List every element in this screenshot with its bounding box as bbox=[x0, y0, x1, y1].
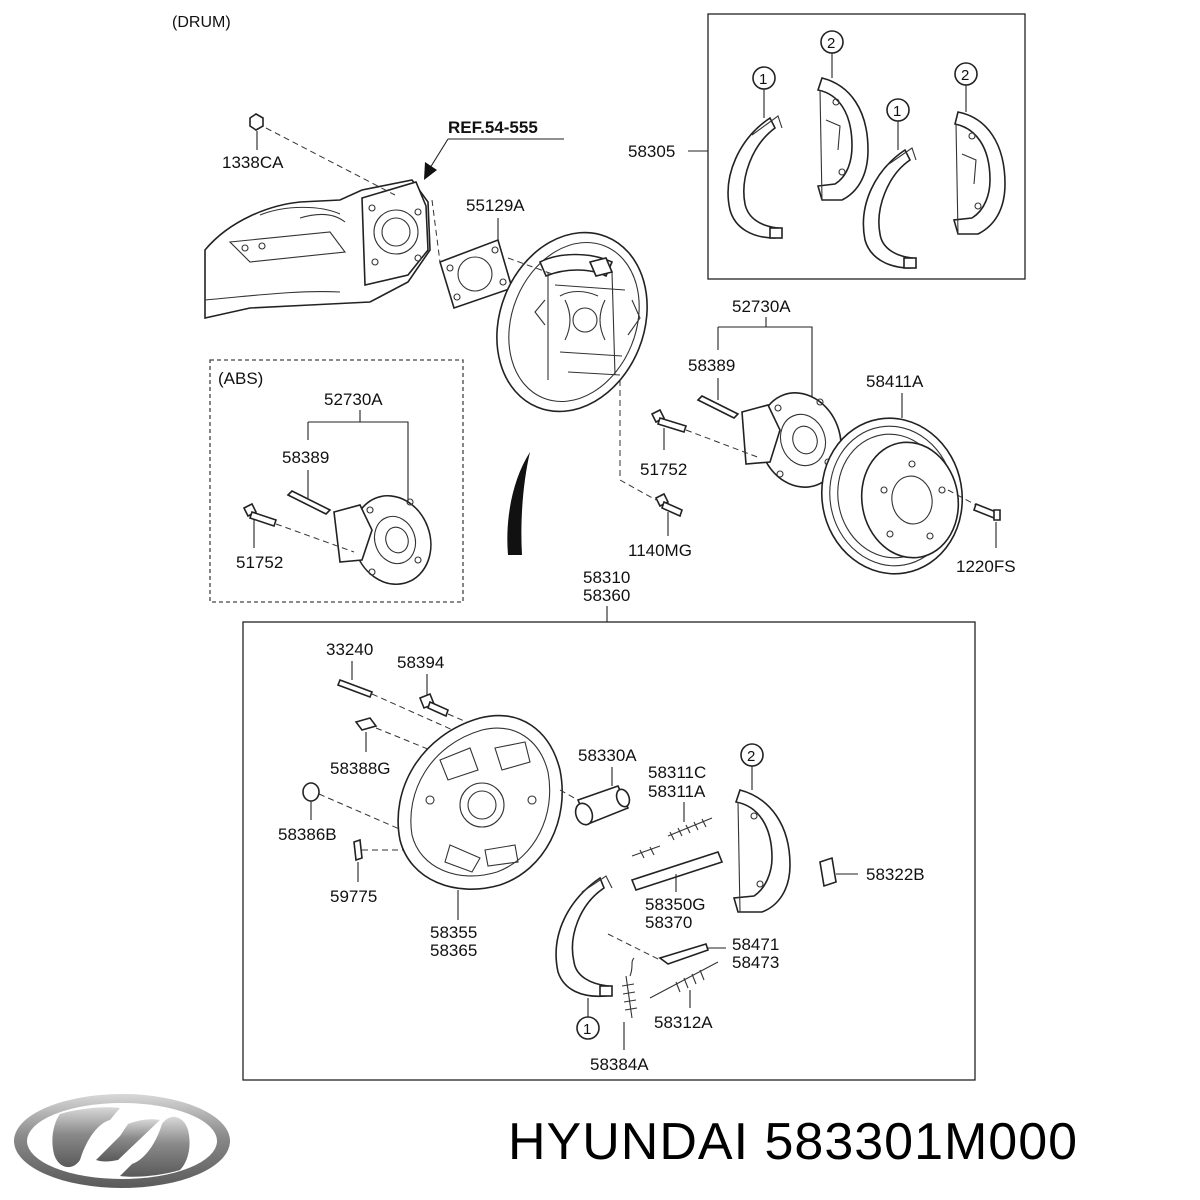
label-33240: 33240 bbox=[326, 640, 373, 659]
brake-shoe-2b bbox=[952, 111, 1006, 235]
abs-box bbox=[209, 359, 464, 603]
svg-text:2: 2 bbox=[961, 67, 969, 84]
label-58389: 58389 bbox=[688, 356, 735, 375]
callout-1-a: 1 bbox=[752, 66, 776, 118]
callout-2-b: 2 bbox=[954, 62, 978, 112]
svg-text:2: 2 bbox=[747, 748, 755, 765]
abs-stud-58389 bbox=[286, 490, 332, 515]
label-58311C: 58311C bbox=[648, 763, 706, 782]
callout-2-c: 2 bbox=[740, 743, 764, 790]
label-58350G: 58350G bbox=[645, 895, 706, 914]
bolt-1140MG bbox=[619, 380, 683, 536]
bolt-1338CA bbox=[249, 113, 396, 196]
label-59775: 59775 bbox=[330, 887, 377, 906]
abs-label-51752: 51752 bbox=[236, 553, 283, 572]
callout-1-b: 1 bbox=[886, 98, 910, 150]
label-58388G: 58388G bbox=[330, 759, 391, 778]
callout-1-c: 1 bbox=[576, 998, 600, 1040]
brake-drum-58411A bbox=[820, 417, 964, 575]
label-1140MG: 1140MG bbox=[628, 541, 692, 560]
screw-1220FS bbox=[947, 489, 1001, 548]
abs-label-58389: 58389 bbox=[282, 448, 329, 467]
hub-bearing-52730A bbox=[741, 392, 842, 488]
gasket-55129A bbox=[439, 218, 513, 310]
brake-shoe-1a bbox=[727, 115, 783, 239]
brake-shoe-1c bbox=[555, 875, 613, 998]
label-58370: 58370 bbox=[645, 913, 692, 932]
svg-text:1: 1 bbox=[893, 103, 901, 120]
brake-shoe-1b bbox=[862, 147, 917, 269]
ref-label: REF.54-555 bbox=[448, 118, 538, 137]
bolt-58394 bbox=[418, 692, 477, 727]
shoe-kit-box bbox=[707, 13, 1026, 280]
label-55129A: 55129A bbox=[466, 196, 525, 215]
label-58473: 58473 bbox=[732, 953, 779, 972]
brake-shoe-2c bbox=[732, 789, 791, 913]
label-58355: 58355 bbox=[430, 923, 477, 942]
spring-58311 bbox=[631, 817, 713, 859]
svg-text:1: 1 bbox=[759, 71, 767, 88]
direction-arrow-icon bbox=[507, 452, 530, 555]
adjuster-58350G bbox=[630, 851, 724, 892]
lever-58471 bbox=[607, 933, 726, 965]
label-58322B: 58322B bbox=[866, 865, 925, 884]
label-58330A: 58330A bbox=[578, 746, 637, 765]
brand-part-number: HYUNDAI 583301M000 bbox=[508, 1113, 1079, 1171]
clip-58322B bbox=[819, 856, 858, 888]
rear-axle-beam bbox=[204, 179, 431, 319]
brake-assembly bbox=[496, 231, 648, 413]
label-1338CA: 1338CA bbox=[222, 153, 284, 172]
stud-58389 bbox=[696, 395, 740, 419]
label-58312A: 58312A bbox=[654, 1013, 713, 1032]
abs-label-52730A: 52730A bbox=[324, 390, 383, 409]
label-51752: 51752 bbox=[640, 460, 687, 479]
bolt-51752 bbox=[650, 408, 761, 459]
plug-58388G bbox=[354, 717, 451, 759]
label-58365: 58365 bbox=[430, 941, 477, 960]
label-58386B: 58386B bbox=[278, 825, 337, 844]
drum-label: (DRUM) bbox=[172, 14, 231, 31]
svg-text:2: 2 bbox=[827, 35, 835, 52]
label-58384A: 58384A bbox=[590, 1055, 649, 1074]
label-1220FS: 1220FS bbox=[956, 557, 1016, 576]
label-58305: 58305 bbox=[628, 142, 675, 161]
wheel-cylinder-58330A bbox=[559, 785, 631, 826]
label-58360: 58360 bbox=[583, 586, 630, 605]
backing-plate-58355 bbox=[397, 714, 563, 920]
hyundai-logo-icon bbox=[14, 1094, 230, 1188]
abs-hub-bearing bbox=[333, 494, 432, 586]
label-58310: 58310 bbox=[583, 568, 630, 587]
label-58311A: 58311A bbox=[648, 782, 706, 801]
abs-label: (ABS) bbox=[218, 369, 263, 388]
abs-bolt-51752 bbox=[242, 502, 355, 553]
spring-58384A bbox=[621, 957, 638, 1050]
callout-2-a: 2 bbox=[820, 30, 844, 78]
label-58394: 58394 bbox=[397, 653, 444, 672]
label-52730A: 52730A bbox=[732, 297, 791, 316]
clip-59775 bbox=[353, 838, 408, 882]
svg-text:1: 1 bbox=[583, 1021, 591, 1038]
brake-assembly-box bbox=[242, 621, 976, 1081]
brake-shoe-2a bbox=[816, 77, 869, 201]
label-58471: 58471 bbox=[732, 935, 779, 954]
spring-58312A bbox=[649, 961, 719, 1008]
label-58411A: 58411A bbox=[866, 372, 924, 391]
